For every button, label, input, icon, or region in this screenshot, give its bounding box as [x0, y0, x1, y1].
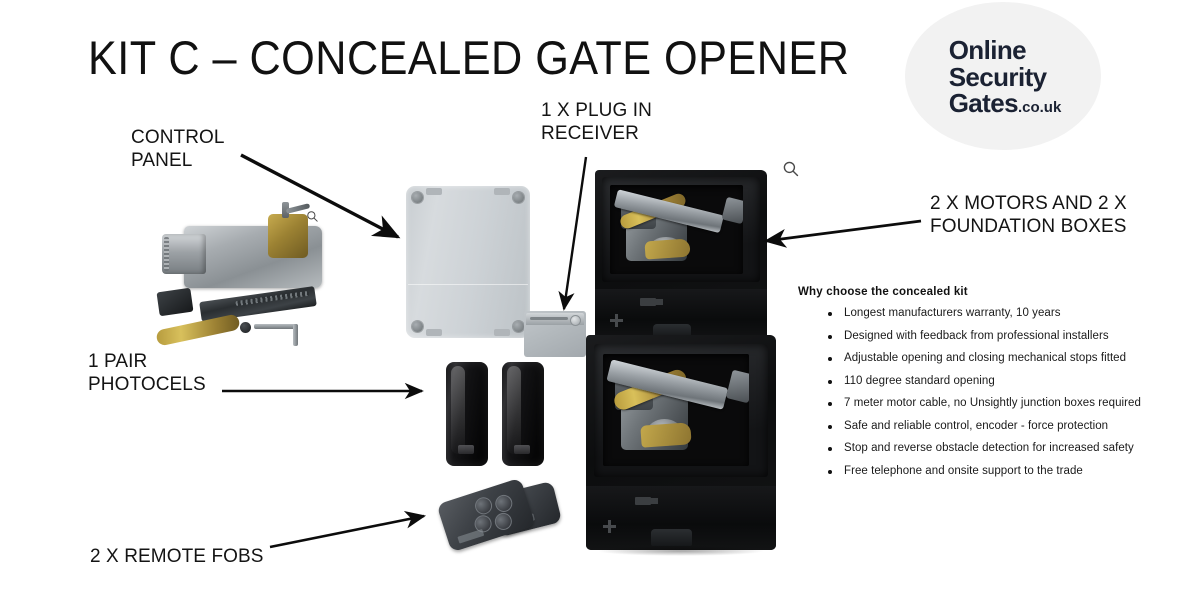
control-panel-screw	[513, 192, 524, 203]
motor-nut	[240, 322, 251, 333]
callout-receiver: 1 X PLUG IN RECEIVER	[541, 100, 652, 145]
why-choose-bullet: 110 degree standard opening	[798, 375, 1178, 388]
plug-in-receiver-image[interactable]	[524, 311, 586, 357]
callout-motors: 2 X MOTORS AND 2 X FOUNDATION BOXES	[930, 193, 1127, 238]
allen-key	[254, 324, 298, 346]
control-panel-tab	[426, 329, 442, 336]
foundation-box-cross-mark	[610, 313, 624, 327]
why-choose-bullet: Adjustable opening and closing mechanica…	[798, 352, 1178, 365]
foundation-box-cavity	[610, 185, 743, 274]
brand-logo-line3-wrap: Gates.co.uk	[949, 90, 1062, 117]
brand-logo-line3: Gates	[948, 88, 1019, 119]
photocell-logo	[458, 445, 474, 454]
search-icon[interactable]	[782, 160, 800, 178]
brand-logo-text: Online Security Gates.co.uk	[949, 37, 1062, 117]
why-choose-bullet: Longest manufacturers warranty, 10 years	[798, 307, 1178, 320]
remote-fob-brand	[457, 528, 485, 544]
foundation-box-studs	[635, 497, 652, 506]
why-choose-bullet: Safe and reliable control, encoder - for…	[798, 420, 1178, 433]
control-panel-screw	[412, 321, 423, 332]
motor-rail-block	[156, 287, 194, 317]
why-choose-list: Longest manufacturers warranty, 10 years…	[798, 307, 1178, 478]
foundation-box-shadow	[597, 546, 765, 556]
why-choose-bullet: Free telephone and onsite support to the…	[798, 465, 1178, 478]
photocell-gloss	[451, 366, 465, 454]
arrow-receiver	[558, 156, 588, 311]
receiver-button	[570, 315, 581, 326]
callout-photocells: 1 PAIR PHOTOCELS	[88, 351, 206, 396]
control-panel-tab	[494, 188, 510, 195]
control-panel-wave-detail	[408, 284, 528, 303]
brand-logo-tld: .co.uk	[1017, 99, 1062, 117]
foundation-box-studs	[639, 298, 656, 307]
why-choose-title: Why choose the concealed kit	[798, 286, 968, 298]
gold-arm-plate	[640, 421, 692, 448]
photocell-gloss	[507, 366, 521, 454]
motor-drum	[162, 234, 206, 274]
control-panel-screw	[513, 321, 524, 332]
receiver-slot	[530, 317, 568, 320]
control-panel-tab	[494, 329, 510, 336]
motor-assembly-image[interactable]	[155, 202, 358, 350]
photocell-pair-image[interactable]	[446, 362, 550, 468]
motor-gold-head	[268, 214, 308, 258]
why-choose-bullet: Stop and reverse obstacle detection for …	[798, 442, 1178, 455]
remote-fob-button	[472, 495, 495, 517]
gold-arm-plate	[644, 238, 691, 260]
page-title: KIT C – CONCEALED GATE OPENER	[88, 31, 850, 84]
brand-logo-line2: Security	[948, 61, 1047, 92]
photocell-unit	[502, 362, 544, 466]
remote-fob-button	[492, 510, 515, 533]
motor-gold-arm	[155, 313, 241, 347]
motor-rail	[199, 286, 317, 322]
control-panel-body	[406, 186, 530, 338]
control-panel-tab	[426, 188, 442, 195]
arrow-motors	[763, 219, 922, 248]
foundation-box-front	[595, 289, 767, 340]
control-panel-screw	[412, 192, 423, 203]
foundation-box-boss	[650, 529, 693, 547]
arrow-remote-fobs	[269, 511, 427, 549]
control-panel-image[interactable]	[406, 186, 530, 338]
why-choose-bullet: Designed with feedback from professional…	[798, 330, 1178, 343]
callout-remote-fobs: 2 X REMOTE FOBS	[90, 546, 264, 567]
linear-rail-end	[721, 197, 743, 225]
remote-fob-front	[436, 477, 536, 553]
search-icon[interactable]	[306, 210, 319, 223]
brand-logo-line1: Online	[948, 35, 1027, 66]
foundation-box-image-1[interactable]	[595, 170, 767, 346]
linear-rail-end	[725, 369, 750, 404]
foundation-box-front	[586, 485, 776, 550]
foundation-box-cross-mark	[603, 520, 617, 534]
callout-control-panel: CONTROL PANEL	[131, 127, 225, 172]
remote-fob-button	[493, 492, 515, 515]
brand-logo[interactable]: Online Security Gates.co.uk	[905, 2, 1101, 150]
foundation-box-boss	[653, 323, 692, 337]
foundation-box-image-2[interactable]	[586, 335, 776, 556]
photocell-unit	[446, 362, 488, 466]
photocell-logo	[514, 445, 530, 454]
why-choose-bullet: 7 meter motor cable, no Unsightly juncti…	[798, 397, 1178, 410]
foundation-box-cavity	[603, 354, 750, 467]
remote-fob-pair-image[interactable]	[436, 477, 568, 554]
why-choose-block: Why choose the concealed kit Longest man…	[798, 286, 1178, 488]
